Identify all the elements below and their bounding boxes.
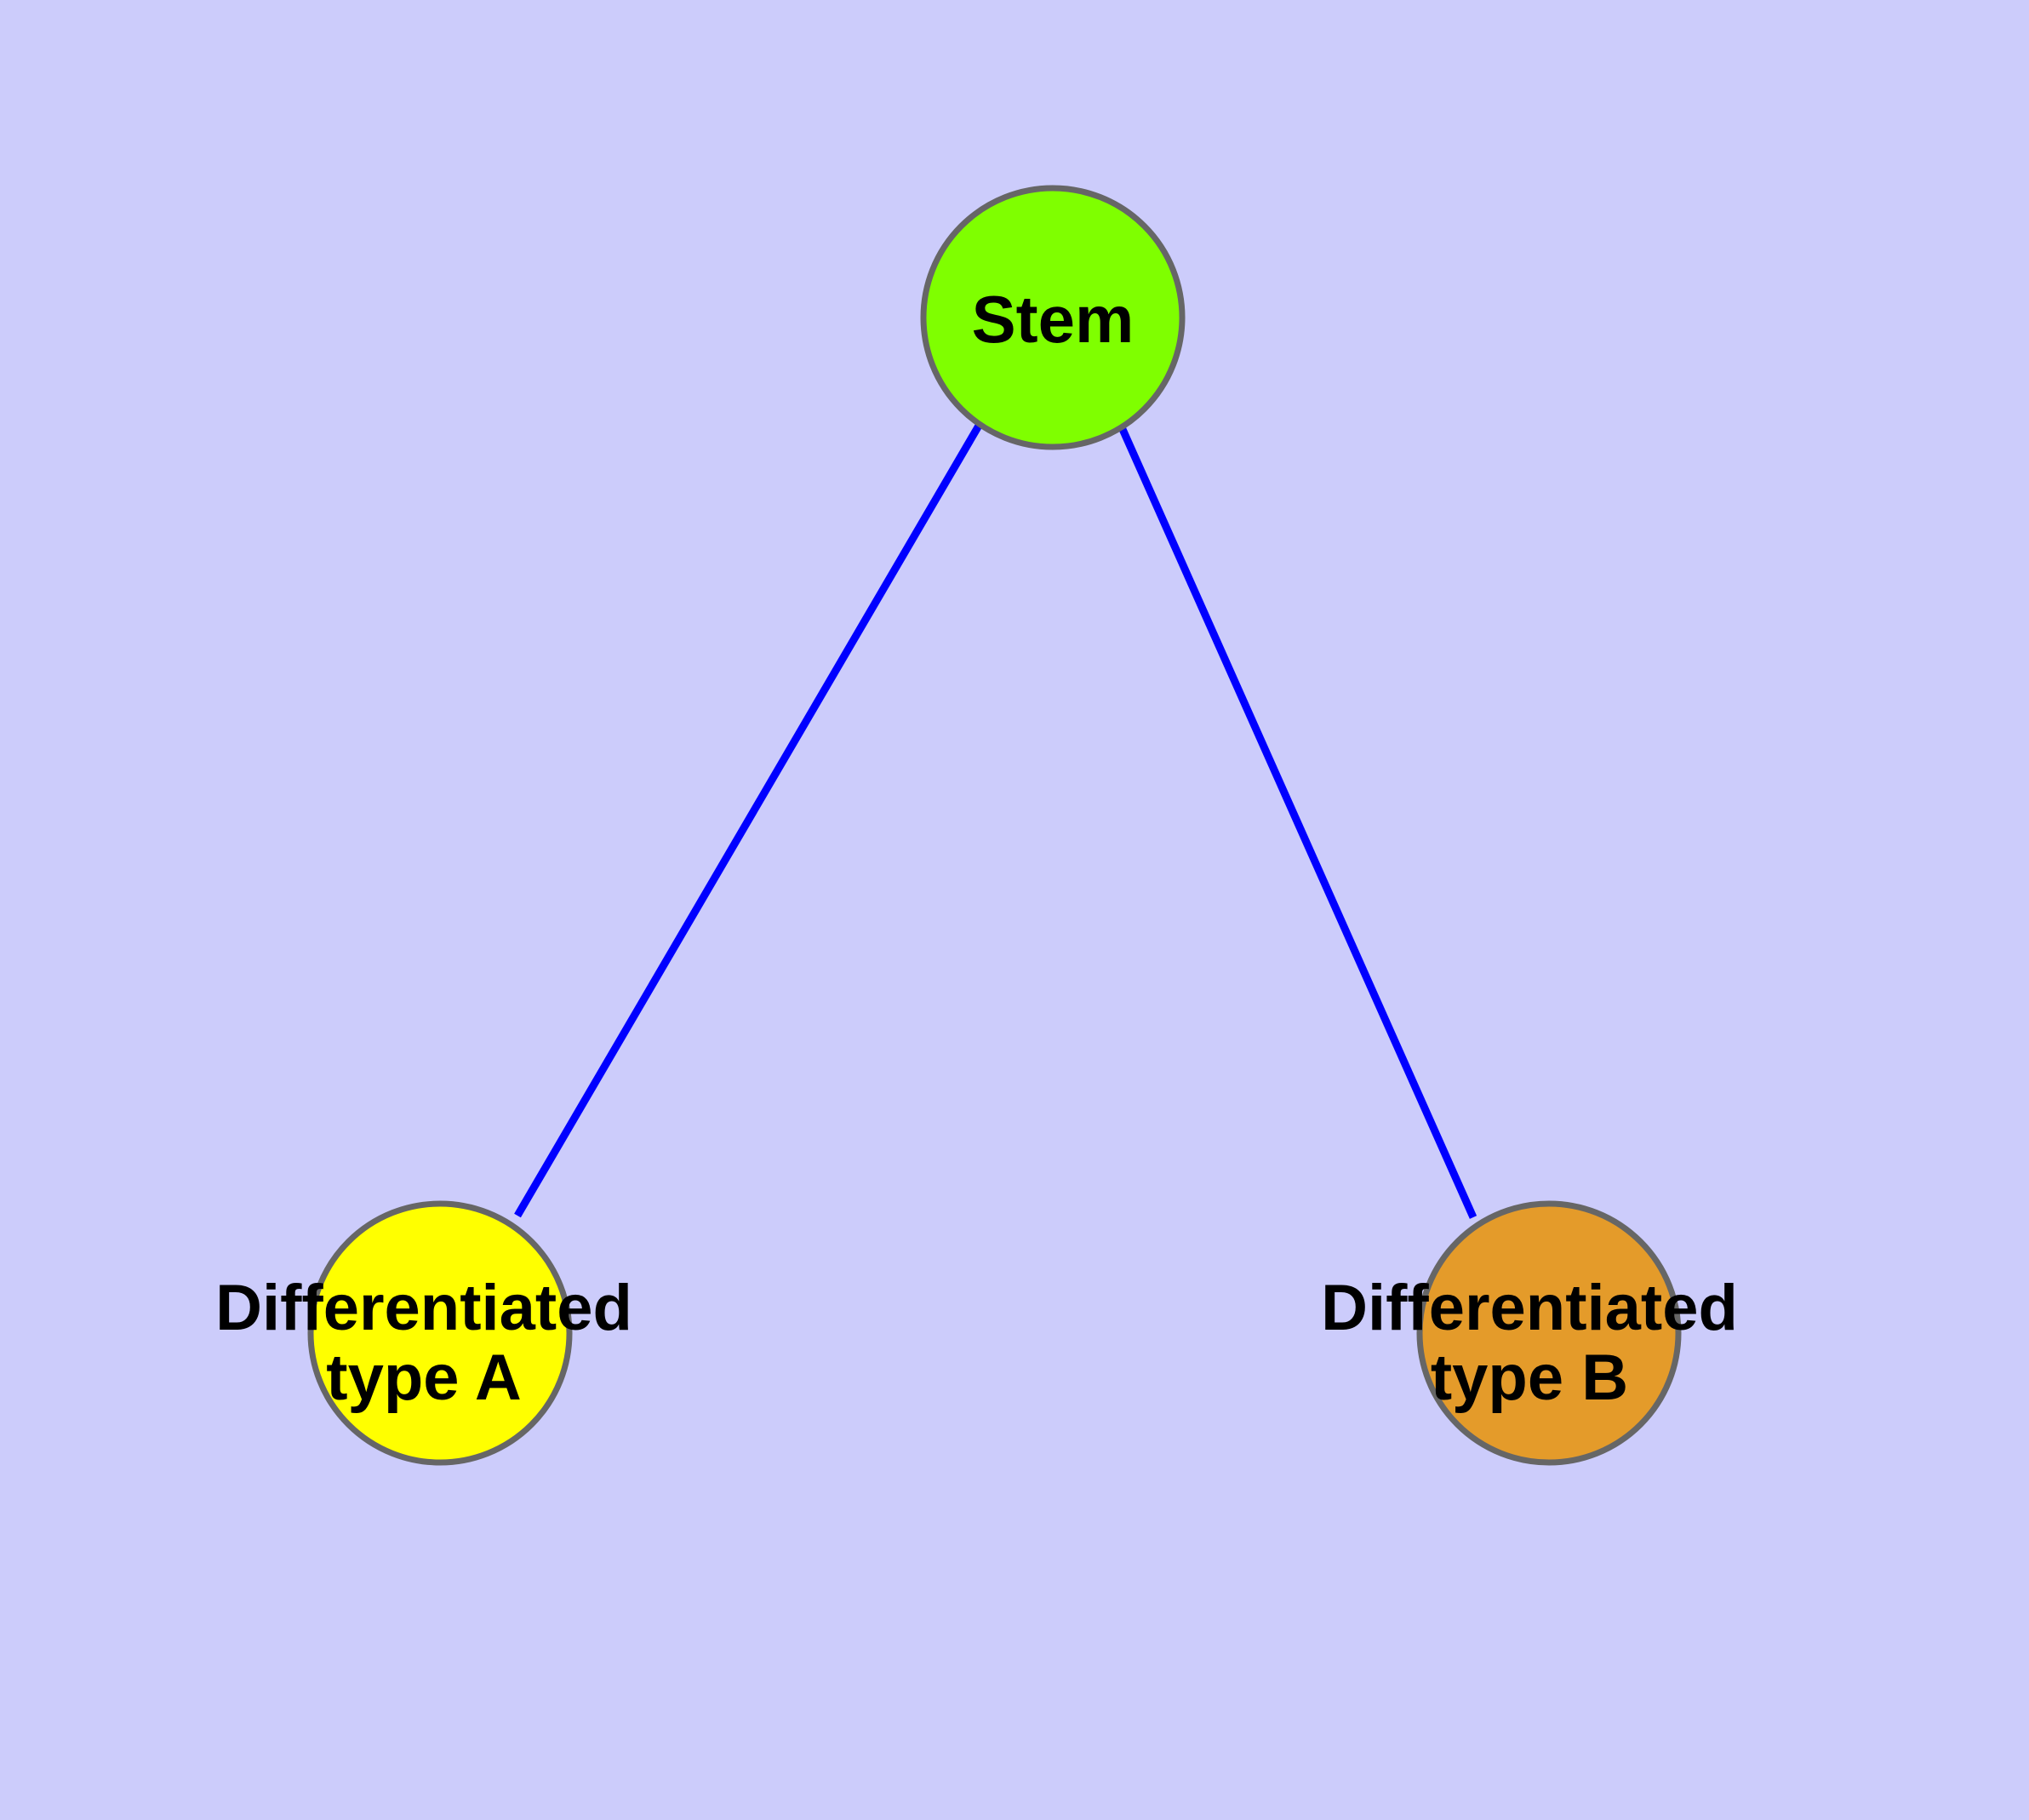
graph-node-diff-a[interactable] — [307, 1200, 573, 1466]
graph-edge-stem-to-diff-a[interactable] — [514, 423, 982, 1218]
graph-node-diff-b[interactable] — [1416, 1200, 1682, 1466]
graph-node-stem[interactable] — [920, 185, 1186, 450]
graph-edge-stem-to-diff-b[interactable] — [1117, 426, 1477, 1219]
edges-layer — [514, 423, 1477, 1219]
nodes-layer — [307, 185, 1682, 1466]
